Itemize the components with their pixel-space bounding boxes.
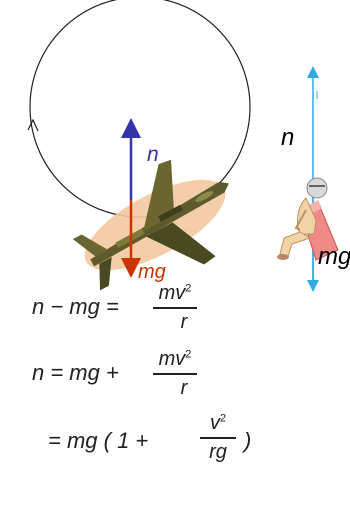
eq1-numerator: mv [158, 282, 186, 304]
eq2-lhs: n = mg + [32, 360, 119, 385]
eq3-close-paren: ) [244, 428, 252, 453]
eq3-lhs: = mg ( 1 + [48, 428, 149, 453]
pilot-icon [277, 177, 339, 261]
eq3-exponent: 2 [219, 412, 227, 425]
eq1-denominator: r [180, 310, 188, 333]
eq2-denominator: r [180, 376, 188, 399]
eq2-exponent: 2 [185, 348, 192, 361]
eq1-exponent: 2 [185, 282, 192, 295]
eq1-fraction: mv2 r [153, 282, 197, 334]
eq3-fraction: v2 rg [200, 412, 236, 464]
n-label-left: n [147, 143, 159, 166]
jet-icon [72, 159, 229, 291]
eq2-numerator: mv [158, 348, 186, 370]
eq2-fraction: mv2 r [153, 348, 197, 400]
mg-label-left: mg [138, 261, 166, 283]
mg-label-right: mg [318, 243, 350, 270]
loop-direction-arrow [27, 118, 39, 132]
n-label-right: n [281, 124, 295, 151]
eq3-numerator: v [209, 412, 220, 434]
eq3-denominator: rg [209, 440, 227, 463]
eq1-lhs: n − mg = [32, 294, 119, 319]
